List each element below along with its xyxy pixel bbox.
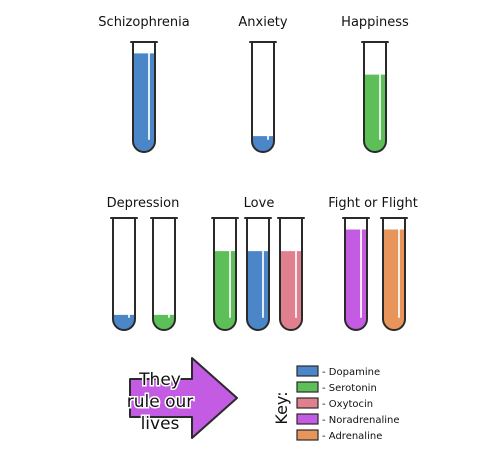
tube-outline: [246, 217, 270, 331]
test-tube-dopamine: [130, 41, 158, 153]
tube-outline: [344, 217, 368, 331]
arrow-text-line: rule our: [127, 392, 194, 412]
test-tube-dopamine: [110, 217, 138, 331]
liquid-oxytocin: [280, 251, 302, 330]
tube-group-depression: Depression: [107, 196, 180, 331]
group-label: Anxiety: [238, 15, 288, 30]
key-item-serotonin: - Serotonin: [296, 381, 377, 394]
tube-group-anxiety: Anxiety: [238, 15, 288, 153]
group-label: Love: [244, 196, 275, 211]
key-label: - Oxytocin: [322, 399, 373, 410]
tube-outline: [132, 41, 156, 153]
swatch-adrenaline: [296, 429, 319, 441]
key-item-dopamine: - Dopamine: [296, 365, 380, 378]
key-label: - Serotonin: [322, 383, 377, 394]
group-label: Fight or Flight: [328, 196, 418, 211]
test-tube-dopamine: [249, 41, 277, 153]
tube-outline: [382, 217, 406, 331]
key-item-oxytocin: - Oxytocin: [296, 397, 373, 410]
tube-outline: [112, 217, 136, 331]
liquid-dopamine: [247, 251, 269, 330]
key-label: - Adrenaline: [322, 431, 382, 442]
liquid-dopamine: [133, 53, 155, 152]
tube-group-schizophrenia: Schizophrenia: [98, 15, 190, 153]
tube-outline: [152, 217, 176, 331]
test-tube-oxytocin: [277, 217, 305, 331]
test-tube-serotonin: [150, 217, 178, 331]
liquid-noradrenaline: [345, 229, 367, 330]
tube-outline: [213, 217, 237, 331]
liquid-serotonin: [153, 314, 175, 330]
test-tube-serotonin: [361, 41, 389, 153]
swatch-dopamine: [296, 365, 319, 377]
tube-outline: [363, 41, 387, 153]
arrow-text-line: They: [138, 370, 181, 390]
swatch-serotonin: [296, 381, 319, 393]
test-tube-serotonin: [211, 217, 239, 331]
key-item-noradrenaline: - Noradrenaline: [296, 413, 400, 426]
liquid-adrenaline: [383, 229, 405, 330]
group-label: Depression: [107, 196, 180, 211]
key-label: - Dopamine: [322, 367, 380, 378]
liquid-dopamine: [252, 136, 274, 152]
tube-group-love: Love: [211, 196, 305, 331]
liquid-serotonin: [364, 74, 386, 152]
test-tube-adrenaline: [380, 217, 408, 331]
group-label: Happiness: [341, 15, 409, 30]
tube-outline: [279, 217, 303, 331]
legend-key: Key: - Dopamine - Serotonin - Oxytocin - Nor…: [272, 365, 400, 442]
tube-outline: [251, 41, 275, 153]
liquid-dopamine: [113, 314, 135, 330]
liquid-serotonin: [214, 251, 236, 330]
key-label: - Noradrenaline: [322, 415, 400, 426]
tube-group-fight-or-flight: Fight or Flight: [328, 196, 418, 331]
arrow-text-line: lives: [141, 414, 180, 434]
group-label: Schizophrenia: [98, 15, 189, 30]
test-tube-dopamine: [244, 217, 272, 331]
swatch-oxytocin: [296, 397, 319, 409]
tube-group-happiness: Happiness: [341, 15, 409, 153]
key-title: Key:: [272, 391, 291, 424]
key-item-adrenaline: - Adrenaline: [296, 429, 382, 442]
right-arrow-icon: [129, 357, 238, 439]
swatch-noradrenaline: [296, 413, 319, 425]
test-tube-noradrenaline: [342, 217, 370, 331]
